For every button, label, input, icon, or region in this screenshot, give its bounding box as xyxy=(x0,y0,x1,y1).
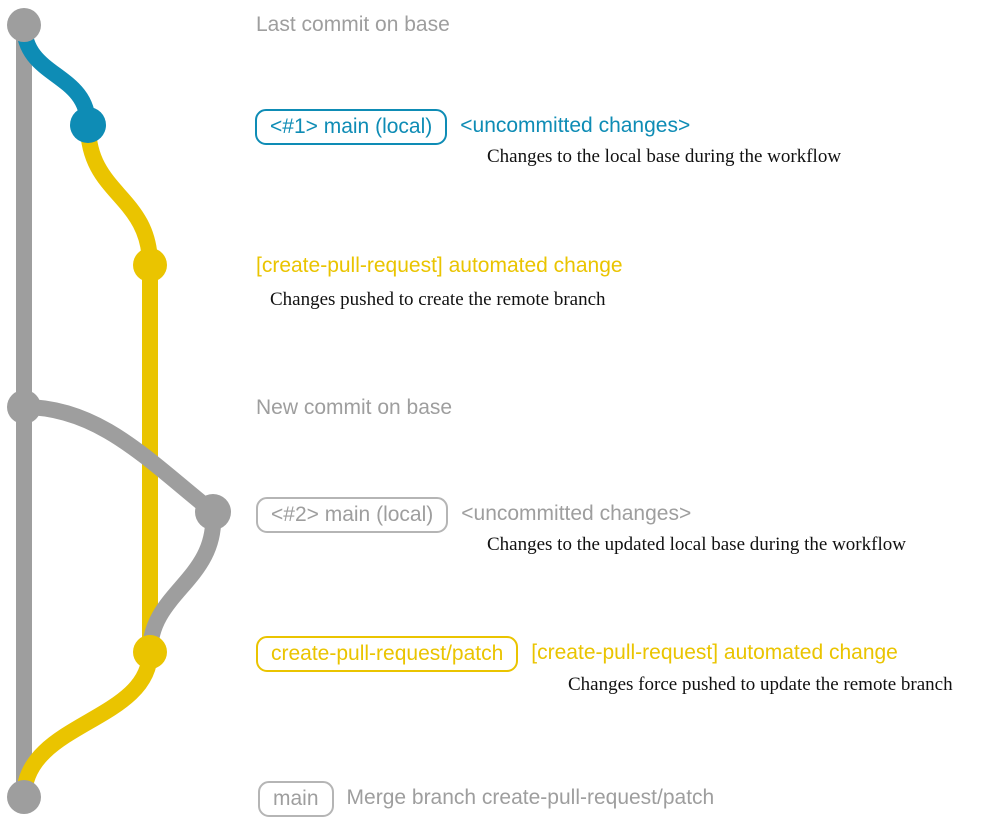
node-last-commit-on-base[interactable] xyxy=(7,8,41,42)
commit-note-local-2: Changes to the updated local base during… xyxy=(487,534,906,555)
edge-base-to-local2 xyxy=(16,399,221,520)
branch-badge-local-1[interactable]: <#1> main (local) xyxy=(255,109,448,145)
node-merge[interactable] xyxy=(7,780,41,814)
edge-local2-to-patch2 xyxy=(142,504,222,660)
node-new-commit-on-base[interactable] xyxy=(7,390,41,424)
branch-badge-main[interactable]: main xyxy=(258,781,334,817)
commit-subject-local-1: <uncommitted changes> xyxy=(460,114,691,137)
commit-subject-patch-branch: [create-pull-request] automated change xyxy=(531,641,898,664)
edge-local1-to-patch1 xyxy=(80,117,158,273)
commit-heading-new-commit-on-base: New commit on base xyxy=(256,396,453,419)
branch-badge-local-2[interactable]: <#2> main (local) xyxy=(256,497,449,533)
commit-heading-automated-change-1: [create-pull-request] automated change xyxy=(256,254,623,277)
node-local-1[interactable] xyxy=(70,107,106,143)
node-automated-change-1[interactable] xyxy=(133,248,167,282)
commit-subject-local-2: <uncommitted changes> xyxy=(461,502,692,525)
node-local-2[interactable] xyxy=(195,494,231,530)
commit-row-merge: main Merge branch create-pull-request/pa… xyxy=(258,781,714,817)
commit-heading-last-commit-on-base: Last commit on base xyxy=(256,13,450,36)
node-patch-branch[interactable] xyxy=(133,635,167,669)
edge-patch2-to-merge xyxy=(16,644,158,805)
branch-badge-patch[interactable]: create-pull-request/patch xyxy=(256,636,519,672)
commit-row-patch-branch: create-pull-request/patch [create-pull-r… xyxy=(256,636,898,672)
commit-row-local-1: <#1> main (local) <uncommitted changes> xyxy=(255,109,690,145)
commit-note-automated-change-1: Changes pushed to create the remote bran… xyxy=(270,289,606,310)
commit-note-patch-branch: Changes force pushed to update the remot… xyxy=(568,674,953,695)
commit-subject-merge: Merge branch create-pull-request/patch xyxy=(346,786,715,809)
commit-note-local-1: Changes to the local base during the wor… xyxy=(487,146,842,167)
commit-row-local-2: <#2> main (local) <uncommitted changes> xyxy=(256,497,691,533)
